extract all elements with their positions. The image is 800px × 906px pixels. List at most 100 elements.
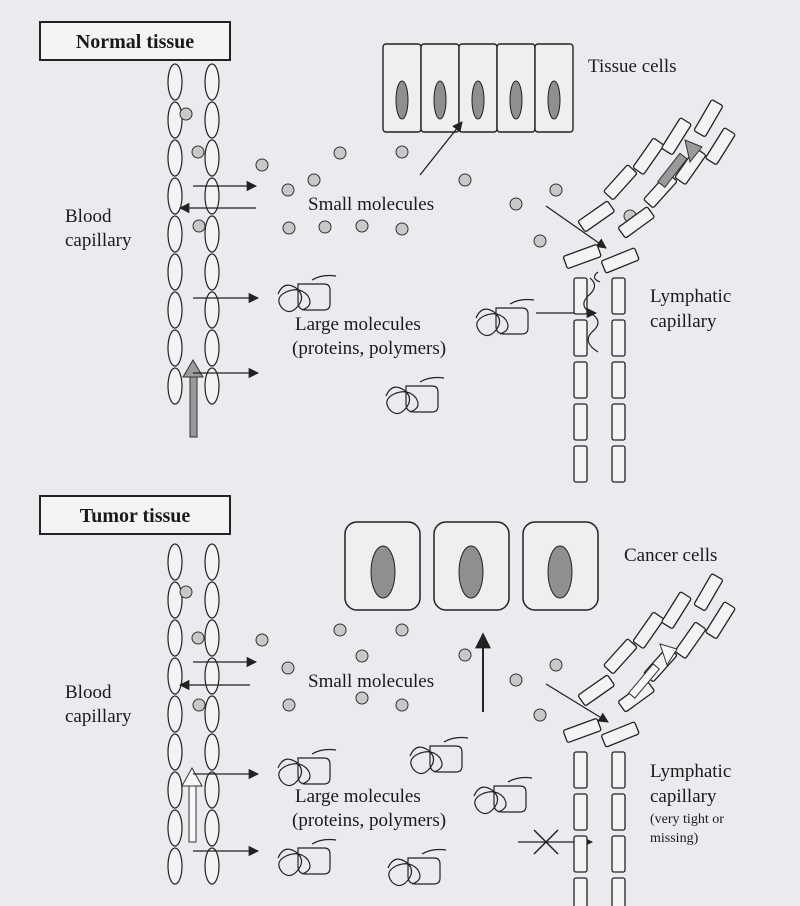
small-molecule-dot <box>549 658 563 672</box>
endothelial-cell <box>167 847 183 885</box>
lymph-segment <box>674 147 706 185</box>
lymph-segment <box>705 127 736 165</box>
endothelial-cell <box>204 619 220 657</box>
lymph-segment <box>611 403 626 441</box>
tumor-lymph-label-2: capillary <box>650 786 717 807</box>
endothelial-cell <box>167 101 183 139</box>
endothelial-cell <box>167 581 183 619</box>
tumor-lymph-flow-arrow-head <box>659 643 678 667</box>
tumor-small-molecules-label: Small molecules <box>308 671 434 692</box>
endothelial-cell <box>167 63 183 101</box>
lymph-segment <box>611 751 626 789</box>
small-molecule-dot <box>191 631 205 645</box>
tumor-cancer-cells <box>344 521 599 611</box>
lymph-segment <box>573 877 588 906</box>
endothelial-cell <box>204 253 220 291</box>
normal-lymph-small-arrow <box>545 205 607 249</box>
tumor-large-molecules-label-2: (proteins, polymers) <box>292 810 446 831</box>
normal-lymph-label-2: capillary <box>650 311 717 332</box>
lymph-segment <box>611 445 626 483</box>
endothelial-cell <box>167 291 183 329</box>
lymph-segment <box>573 793 588 831</box>
endothelial-cell <box>167 253 183 291</box>
normal-lymph-protein-strand <box>583 277 599 353</box>
small-molecule-dot <box>533 234 547 248</box>
lymph-segment <box>573 751 588 789</box>
normal-tissue-cells-label: Tissue cells <box>588 56 677 77</box>
small-molecule-dot <box>255 158 269 172</box>
endothelial-cell <box>204 771 220 809</box>
normal-blood-flow-arrow-head <box>182 359 204 378</box>
normal-blood-flow-arrow-shaft <box>189 374 198 438</box>
lymph-segment <box>573 361 588 399</box>
lymph-segment <box>661 591 692 629</box>
small-molecule-dot <box>355 691 369 705</box>
small-molecule-dot <box>549 183 563 197</box>
normal-lymphatic-capillary <box>562 99 736 483</box>
lymph-segment <box>577 200 615 232</box>
normal-small-molecule-dots <box>179 107 637 248</box>
tumor-title: Tumor tissue <box>80 505 191 527</box>
tumor-blocked-x-icon <box>533 829 559 855</box>
small-molecule-dot <box>355 219 369 233</box>
large-molecule <box>385 376 445 415</box>
lymph-segment <box>618 206 655 239</box>
small-molecule-dot <box>307 173 321 187</box>
endothelial-cell <box>204 367 220 405</box>
large-molecule <box>475 298 535 337</box>
endothelial-cell <box>204 733 220 771</box>
lymph-segment <box>573 319 588 357</box>
endothelial-cell <box>167 771 183 809</box>
endothelial-cell <box>167 733 183 771</box>
tumor-blood-label-2: capillary <box>65 706 132 727</box>
endothelial-cell <box>204 215 220 253</box>
small-molecule-dot <box>192 219 206 233</box>
lymph-segment <box>632 137 664 175</box>
cell-nucleus <box>509 80 523 120</box>
endothelial-cell <box>167 329 183 367</box>
normal-blood-label-1: Blood <box>65 206 112 227</box>
cell-nucleus <box>547 80 561 120</box>
small-molecule-dot <box>179 585 193 599</box>
lymph-segment <box>611 277 626 315</box>
large-molecule <box>409 736 469 775</box>
small-molecule-dot <box>395 145 409 159</box>
endothelial-cell <box>167 367 183 405</box>
small-molecule-dot <box>395 222 409 236</box>
endothelial-cell <box>204 695 220 733</box>
tumor-lymph-small-arrow <box>545 683 609 723</box>
normal-uptake-arrow <box>419 121 463 176</box>
lymph-segment <box>562 718 602 743</box>
lymph-segment <box>661 117 692 155</box>
small-molecule-dot <box>281 661 295 675</box>
endothelial-cell <box>167 215 183 253</box>
lymph-segment <box>632 611 664 649</box>
lymph-segment <box>573 835 588 873</box>
normal-tissue-panel: Normal tissue Blood capillary Tissue cel… <box>39 21 736 483</box>
large-molecule <box>473 776 533 815</box>
endothelial-cell <box>167 695 183 733</box>
small-molecule-dot <box>355 649 369 663</box>
endothelial-cell <box>204 809 220 847</box>
large-molecule <box>277 838 337 877</box>
lymph-segment <box>611 835 626 873</box>
normal-title: Normal tissue <box>76 31 194 53</box>
small-molecule-dot <box>395 623 409 637</box>
large-molecule <box>277 748 337 787</box>
endothelial-cell <box>204 139 220 177</box>
large-molecule <box>277 274 337 313</box>
tumor-blood-capillary <box>167 543 220 885</box>
small-molecule-dot <box>318 220 332 234</box>
endothelial-cell <box>167 657 183 695</box>
lymph-segment <box>601 247 640 274</box>
lymph-segment <box>603 638 638 674</box>
tumor-blood-label-1: Blood <box>65 682 112 703</box>
normal-large-molecules-label-1: Large molecules <box>295 314 421 335</box>
endothelial-cell <box>204 101 220 139</box>
small-molecule-dot <box>333 146 347 160</box>
small-molecule-dot <box>179 107 193 121</box>
lymph-segment <box>573 403 588 441</box>
normal-blood-label-2: capillary <box>65 230 132 251</box>
